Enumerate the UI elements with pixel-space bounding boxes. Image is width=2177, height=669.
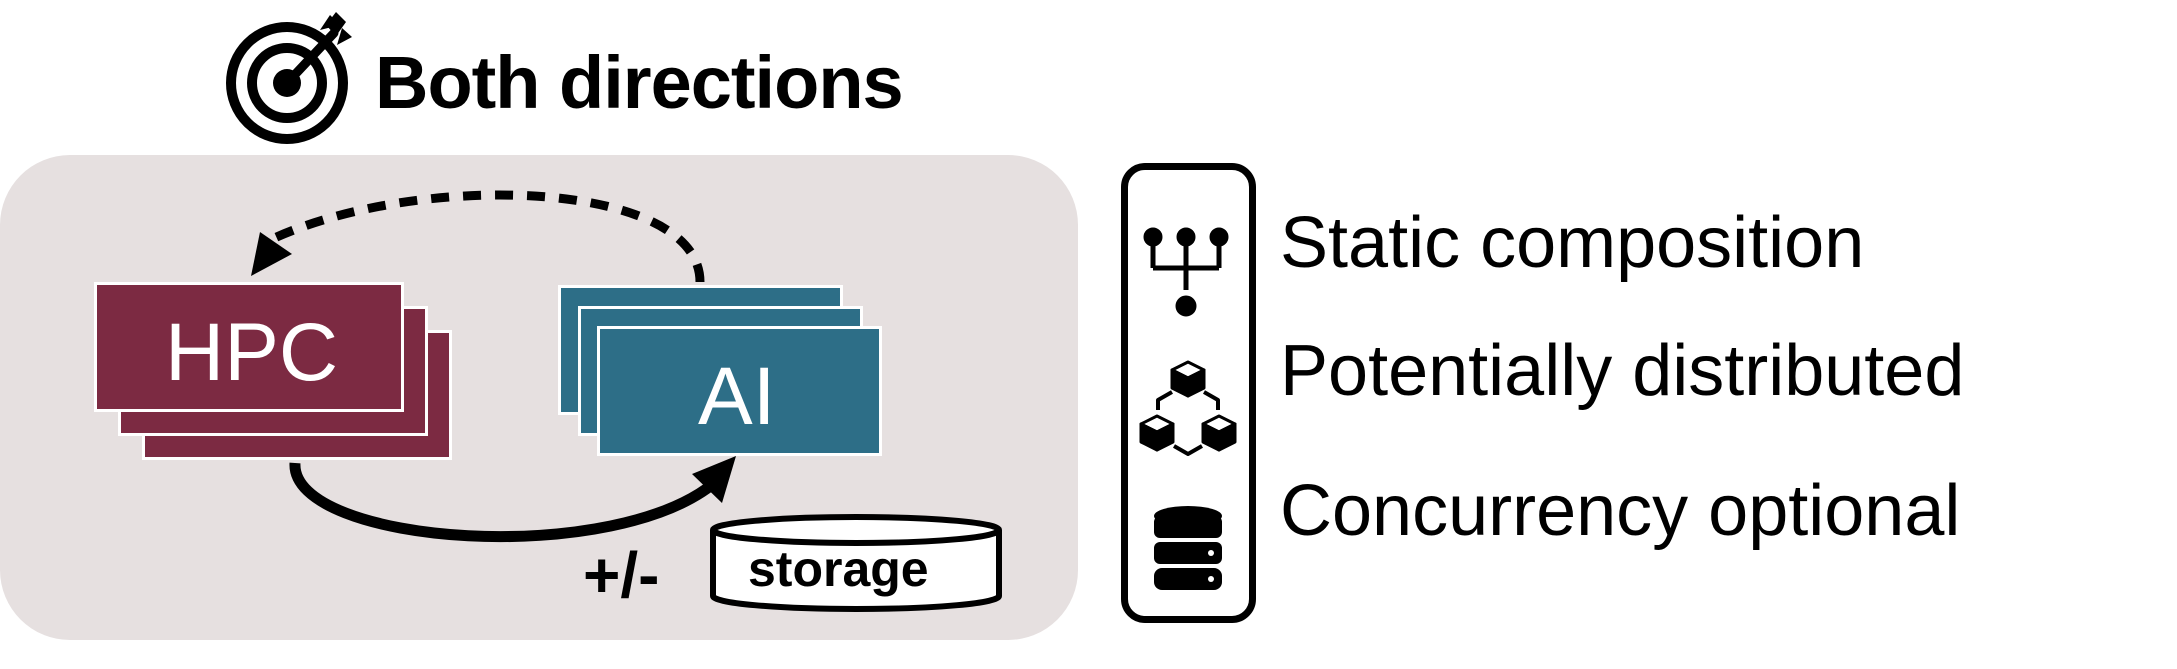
storage-label: storage bbox=[748, 541, 929, 597]
ai-to-hpc-dotted-arrow bbox=[268, 190, 705, 283]
ai-to-hpc-arrowhead bbox=[251, 232, 292, 276]
legend-concurrency-optional: Concurrency optional bbox=[1280, 471, 1961, 551]
legend-potentially-distributed: Potentially distributed bbox=[1280, 331, 1965, 411]
storage-modifier: +/- bbox=[583, 539, 660, 611]
tree-composition-icon bbox=[1143, 227, 1229, 317]
database-icon bbox=[1154, 506, 1222, 590]
storage-cylinder bbox=[710, 514, 1002, 612]
hpc-to-ai-arrowhead bbox=[692, 456, 736, 503]
ai-card: AI bbox=[597, 326, 882, 456]
hpc-card: HPC bbox=[94, 282, 404, 412]
hpc-label: HPC bbox=[165, 307, 339, 398]
ai-label: AI bbox=[698, 351, 776, 442]
hpc-to-ai-solid-arrow bbox=[289, 462, 724, 543]
page-title: Both directions bbox=[375, 41, 904, 124]
distributed-cubes-icon bbox=[1139, 360, 1237, 456]
legend-static-composition: Static composition bbox=[1280, 203, 1865, 283]
